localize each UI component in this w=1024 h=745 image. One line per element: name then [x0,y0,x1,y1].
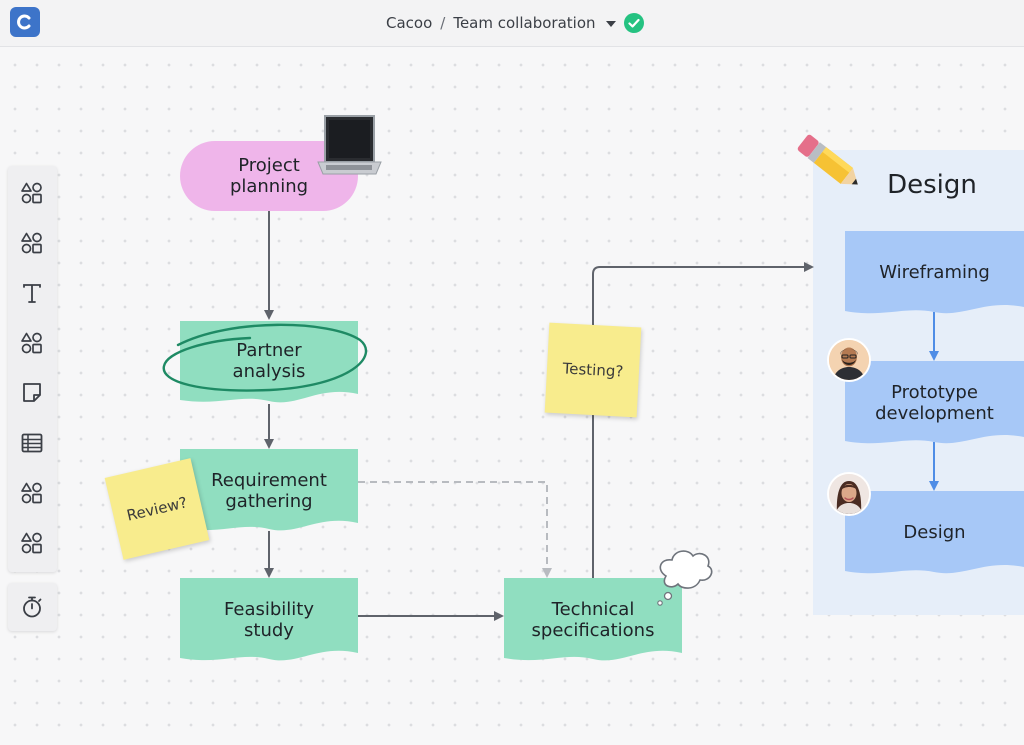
node-requirement-gathering[interactable] [180,449,358,531]
sticky-note-review-text: Review? [125,493,189,525]
document-title-area: Cacoo / Team collaboration [386,12,644,34]
thought-cloud-icon[interactable] [657,550,713,606]
avatar-collaborator-1[interactable] [829,340,869,380]
node-prototype-development[interactable] [845,361,1024,444]
freehand-ellipse-annotation[interactable] [162,323,368,392]
avatar-woman-icon [829,474,869,514]
table-icon [21,433,43,453]
text-tool[interactable] [20,281,44,305]
timer-toolbar [8,583,57,631]
label-requirement-gathering: Requirement gathering [211,470,327,512]
breadcrumb-separator: / [440,14,446,32]
label-prototype-development: Prototype development [875,382,994,424]
shapes-icon [21,482,42,504]
label-design-step: Design [903,521,966,543]
node-feasibility-study[interactable] [180,578,358,661]
top-bar: Cacoo / Team collaboration [0,0,1024,47]
table-tool[interactable] [20,431,44,455]
label-wireframing: Wireframing [879,261,990,283]
shapes-tool-3[interactable] [20,331,44,355]
label-technical-specifications: Technical specifications [531,599,655,641]
connector-requirement-to-technical-dashed[interactable] [358,481,552,578]
shapes-tool-2[interactable] [20,231,44,255]
sticky-note-testing-text: Testing? [562,359,624,381]
sticky-note-icon [23,383,41,402]
shapes-tool-5[interactable] [20,531,44,555]
document-title[interactable]: Team collaboration [453,14,596,32]
label-feasibility-study: Feasibility study [224,599,314,641]
cacoo-logo-icon [17,14,31,30]
shapes-tool-4[interactable] [20,481,44,505]
label-partner-analysis: Partner analysis [232,340,306,382]
shapes-icon [21,182,42,204]
node-design-step[interactable] [845,491,1024,574]
timer-tool[interactable] [20,595,44,619]
caret-down-icon[interactable] [605,21,616,27]
node-technical-specifications[interactable] [504,578,682,661]
avatar-man-icon [829,340,869,380]
sticky-note-testing[interactable]: Testing? [544,322,642,418]
app-logo[interactable] [10,7,40,37]
shapes-tool[interactable] [20,181,44,205]
saved-check-icon [623,13,644,33]
left-toolbar [8,166,57,572]
node-project-planning[interactable] [180,141,358,211]
sticky-note-tool[interactable] [20,381,44,405]
pencil-icon[interactable] [797,134,864,193]
node-wireframing[interactable] [845,231,1024,314]
stopwatch-icon [23,596,42,618]
label-project-planning: Project planning [229,155,309,197]
shapes-icon [21,332,42,354]
shapes-icon [21,232,42,254]
design-panel-title: Design [887,170,977,200]
avatar-collaborator-2[interactable] [829,474,869,514]
laptop-icon[interactable] [317,115,382,175]
connector-technical-to-design[interactable] [592,262,814,578]
shapes-icon [21,532,42,554]
brand-name[interactable]: Cacoo [386,14,433,32]
text-icon [23,284,41,303]
